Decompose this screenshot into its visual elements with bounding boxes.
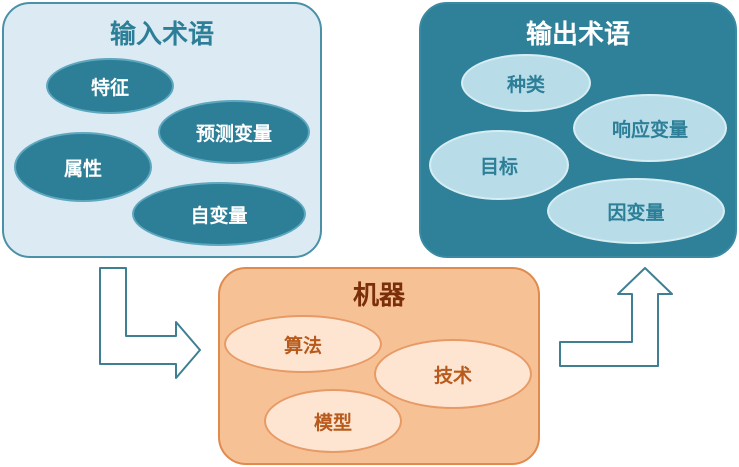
output-terms-box: 输出术语 种类 响应变量 目标 因变量 [419,2,737,258]
output-term-dependent-variable: 因变量 [547,178,725,244]
input-terms-box: 输入术语 特征 预测变量 属性 自变量 [2,2,322,258]
machine-title: 机器 [352,281,405,311]
output-term-category: 种类 [461,54,591,112]
machine-to-output-arrow [559,267,673,367]
output-term-target: 目标 [429,130,569,200]
machine-term-technique: 技术 [374,339,532,409]
output-terms-title: 输出术语 [525,20,630,50]
output-term-response-variable: 响应变量 [573,94,727,162]
input-term-predictor: 预测变量 [158,100,310,164]
input-terms-title: 输入术语 [109,20,214,50]
input-term-attribute: 属性 [14,132,152,202]
input-to-machine-arrow [99,267,201,379]
input-term-feature: 特征 [46,58,174,114]
input-term-independent-variable: 自变量 [132,182,306,246]
machine-box: 机器 算法 技术 模型 [218,267,540,465]
machine-term-model: 模型 [264,389,402,453]
machine-term-algorithm: 算法 [224,315,382,373]
